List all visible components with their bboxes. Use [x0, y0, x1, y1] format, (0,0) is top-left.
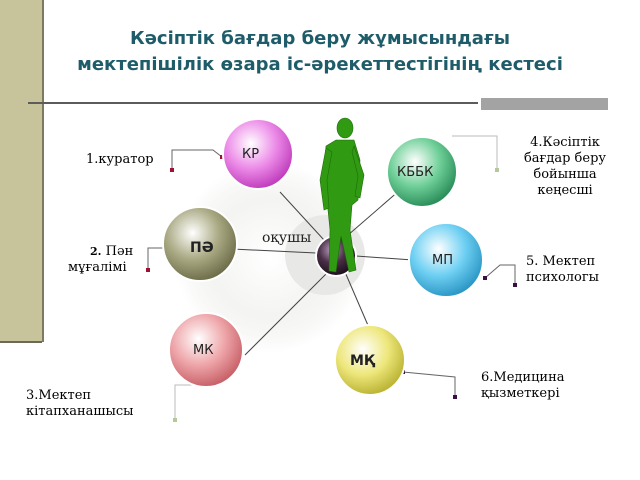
- title-line-2: мектепішілік өзара іс-әрекеттестігінің к…: [77, 54, 563, 75]
- label-curator: 1.куратор: [86, 152, 154, 167]
- left-decor-line: [42, 0, 44, 342]
- page-title: Кәсіптік бағдар беру жұмысындағы мектепі…: [40, 26, 600, 78]
- label-librarian-line1: 3.Мектеп: [26, 388, 92, 403]
- label-psych-line2: психологы: [526, 270, 600, 285]
- left-decor-bottom: [0, 341, 42, 343]
- label-council-line1: 4.Кәсіптік: [530, 135, 600, 150]
- title-divider: [28, 102, 478, 104]
- node-kbbk-label: КББК: [397, 165, 434, 180]
- title-accent-box: [481, 98, 608, 110]
- label-med-line2: қызметкері: [481, 386, 560, 401]
- label-teacher-line2: мұғалімі: [68, 260, 127, 275]
- node-kr-label: КР: [242, 147, 260, 162]
- label-career-counselor: 4.Кәсіптік бағдар беру бойынша кеңесші: [510, 135, 620, 199]
- label-teacher-line1: Пән: [105, 244, 134, 259]
- label-council-line3: бойынша: [533, 167, 597, 182]
- label-council-line4: кеңесші: [537, 183, 593, 198]
- label-council-line2: бағдар беру: [523, 151, 607, 166]
- node-pa: [162, 206, 238, 282]
- connector-lines: [231, 189, 414, 356]
- label-psych-line1: 5. Мектеп: [526, 254, 596, 269]
- node-mq-label: МҚ: [350, 353, 375, 369]
- label-librarian: 3.Мектеп кітапханашысы: [26, 388, 133, 420]
- center-label: оқушы: [262, 230, 312, 246]
- background-glow: [175, 163, 365, 353]
- node-pa-label: ПӘ: [190, 240, 214, 256]
- label-teacher-number: 2.: [90, 245, 102, 258]
- node-kbbk: [386, 136, 458, 208]
- node-mp-label: МП: [432, 253, 453, 268]
- label-medical-worker: 6.Медицина қызметкері: [481, 370, 565, 402]
- label-psychologist: 5. Мектеп психологы: [526, 254, 599, 286]
- node-mp: [408, 222, 484, 298]
- label-librarian-line2: кітапханашысы: [26, 404, 134, 419]
- node-kr: [222, 118, 294, 190]
- title-line-1: Кәсіптік бағдар беру жұмысындағы: [129, 28, 511, 49]
- node-mk-label: МК: [193, 343, 214, 358]
- label-med-line1: 6.Медицина: [481, 370, 565, 385]
- node-mk: [168, 312, 244, 388]
- label-subject-teacher: 2. Пән мұғалімі: [68, 244, 158, 276]
- node-mq: [334, 324, 406, 396]
- student-figure-icon: [319, 117, 365, 273]
- left-decor-bar: [0, 0, 42, 342]
